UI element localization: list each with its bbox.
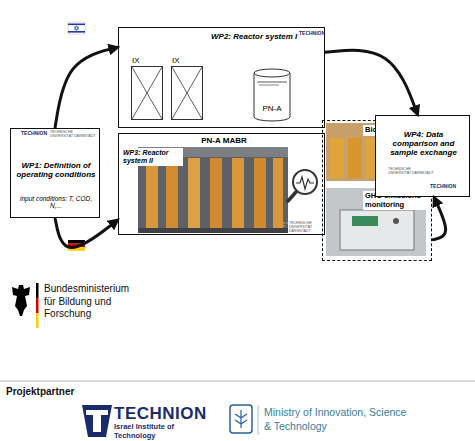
- logo-text: TECHNISCHE UNIVERSITÄT DARMSTADT: [388, 167, 434, 175]
- node-title: WP2: Reactor system I: [211, 32, 301, 41]
- work-package-box: PN-A MABR WP3: Reactor system II: [118, 133, 325, 235]
- flow-arrow: [55, 47, 118, 128]
- logo-text: TECHNISCHE UNIVERSITÄT DARMSTADT: [50, 130, 96, 138]
- partner-subtitle: Israel Institute of Technology: [114, 423, 194, 440]
- ministry-emblem: [230, 405, 258, 435]
- israel-flag: [68, 22, 85, 34]
- node-title: IX: [132, 56, 164, 65]
- node-title: WP4: Data comparison and sample exchange: [380, 130, 467, 158]
- reactor-tank: PN-A: [253, 68, 291, 122]
- flow-arrow: [55, 218, 118, 248]
- work-package-box: WP1: Definition of operating conditions i…: [10, 128, 100, 218]
- logo-text: TECHNION: [21, 131, 47, 137]
- magnifier-icon: [288, 170, 317, 201]
- section-heading: Projektpartner: [6, 386, 74, 398]
- germany-flag: [68, 240, 85, 251]
- flow-arrow: [432, 197, 446, 240]
- column-cross: [132, 67, 162, 119]
- ghg-analyzer-photo: [326, 188, 426, 256]
- node-title: IX: [172, 56, 204, 65]
- tu-logo-icon: [283, 222, 288, 227]
- flow-arrow: [325, 50, 418, 115]
- work-package-box: WP2: Reactor system IIXIXPN-A: [118, 27, 325, 128]
- node-title: PN-A MABR: [159, 136, 289, 145]
- partner-name: TECHNION: [114, 404, 207, 424]
- node-text: WP3: Reactor system II: [121, 148, 183, 166]
- bmbf-logo: [12, 283, 39, 328]
- ion-exchange-column: IX: [131, 66, 163, 120]
- tank-outline: [253, 68, 291, 122]
- partner-name: Ministry of Innovation, Science & Techno…: [264, 406, 414, 433]
- node-text: input conditions: T, COD, N,...: [15, 195, 97, 210]
- column-cross: [172, 67, 202, 119]
- funder-name: Bundesministerium für Bildung und Forsch…: [44, 283, 136, 321]
- logo-text: TECHNISCHE UNIVERSITÄT DARMSTADT: [289, 221, 323, 233]
- node-title: WP1: Definition of operating conditions: [15, 161, 97, 179]
- separator-line: [0, 381, 475, 382]
- ion-exchange-column: IX: [171, 66, 203, 120]
- technion-logo: [82, 405, 112, 437]
- logo-text: TECHNION: [299, 31, 325, 37]
- logo-text: TECHNION: [430, 184, 456, 190]
- node-title: PN-A: [253, 104, 291, 113]
